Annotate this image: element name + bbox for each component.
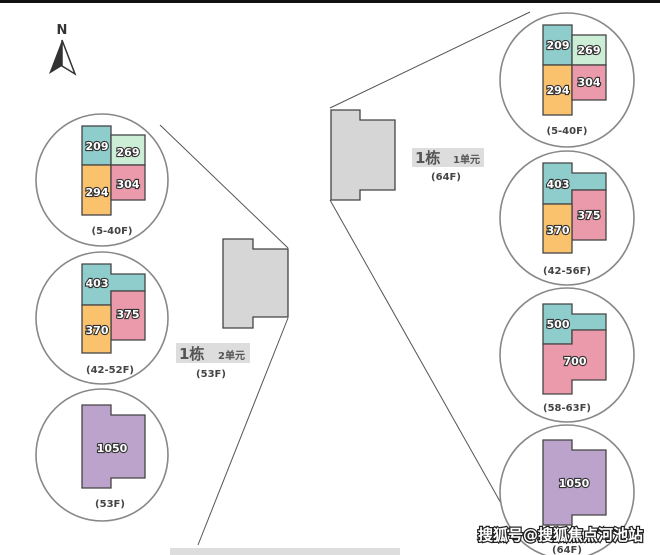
label-bg <box>176 343 250 363</box>
area-label: 269 <box>578 44 601 57</box>
building-unit2 <box>222 238 289 329</box>
area-label: 294 <box>547 84 570 97</box>
floors-label: (64F) <box>431 172 461 183</box>
building-label: 1栋 <box>179 345 204 363</box>
floor-range-label: (53F) <box>95 499 125 510</box>
plan-circle-5-40F: 209 269 294 304 (5-40F) <box>499 12 635 148</box>
compass-label: N <box>57 23 68 38</box>
plan-circle-42-52F: 403 375 370 (42-52F) <box>35 251 169 385</box>
plan-circle-64F: 1050 (64F) <box>499 424 635 555</box>
area-label: 1050 <box>559 477 590 490</box>
floor-range-label: (5-40F) <box>547 126 588 137</box>
area-label: 1050 <box>97 442 128 455</box>
watermark: 搜狐号@搜狐焦点河池站 <box>478 526 643 544</box>
area-label: 370 <box>547 224 570 237</box>
area-label: 209 <box>86 140 109 153</box>
unit-label: 2单元 <box>218 349 245 362</box>
plan-circle-5-40F: 209 269 294 304 (5-40F) <box>35 113 169 247</box>
area-label: 294 <box>86 186 109 199</box>
building-label: 1栋 <box>415 149 440 167</box>
bottom-bar <box>170 548 400 555</box>
connector-line <box>159 124 289 249</box>
floor-range-label: (58-63F) <box>543 403 591 414</box>
plan-circle-53F: 1050 (53F) <box>35 388 169 522</box>
connector-line <box>329 199 503 506</box>
label-bg <box>412 148 484 167</box>
plan-circle-58-63F: 500 700 (58-63F) <box>499 287 635 423</box>
north-arrow-icon: N <box>49 23 77 76</box>
area-label: 403 <box>86 277 109 290</box>
connector-line <box>197 317 289 546</box>
area-label: 500 <box>547 318 570 331</box>
area-label: 209 <box>547 39 570 52</box>
area-label: 370 <box>86 324 109 337</box>
area-label: 403 <box>547 178 570 191</box>
area-label: 304 <box>117 178 140 191</box>
area-label: 304 <box>578 76 601 89</box>
floor-range-label: (42-52F) <box>86 365 134 376</box>
area-label: 269 <box>117 146 140 159</box>
connector-line <box>329 11 531 109</box>
floor-range-label: (42-56F) <box>543 266 591 277</box>
building-unit1 <box>330 109 396 201</box>
area-label: 375 <box>578 209 601 222</box>
floor-range-label: (64F) <box>552 545 582 555</box>
area-label: 375 <box>117 308 140 321</box>
top-bar <box>0 0 660 3</box>
plan-circle-42-56F: 403 375 370 (42-56F) <box>499 150 635 286</box>
floors-label: (53F) <box>196 369 226 380</box>
floor-range-label: (5-40F) <box>92 226 133 237</box>
unit-label: 1单元 <box>453 153 480 166</box>
area-label: 700 <box>564 355 587 368</box>
